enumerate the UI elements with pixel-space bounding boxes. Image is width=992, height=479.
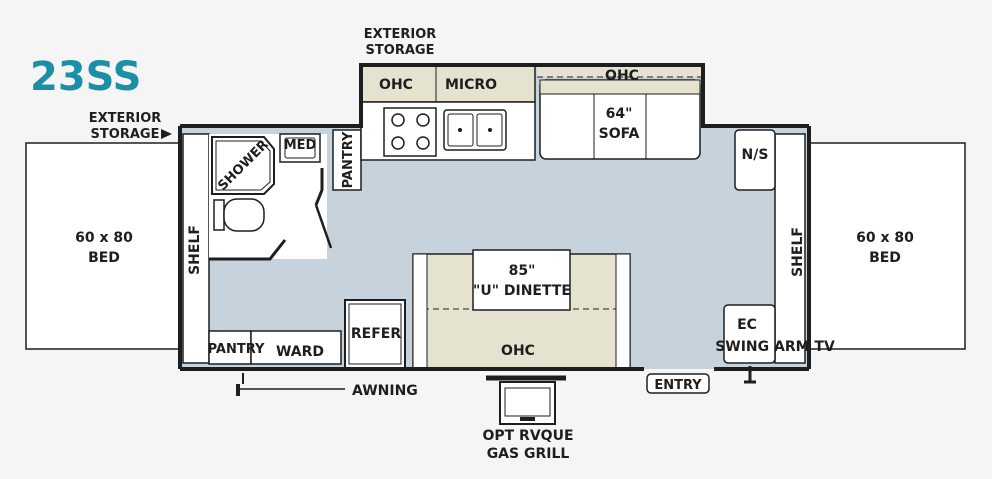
burner-icon bbox=[391, 136, 405, 150]
lav-basin bbox=[284, 137, 316, 159]
burner-icon bbox=[416, 136, 430, 150]
dinette-back-left bbox=[412, 253, 428, 369]
pantry-upper-label: PANTRY bbox=[341, 131, 356, 188]
shower-pan bbox=[215, 140, 271, 191]
wall-top bbox=[180, 63, 809, 128]
ohc-left-label: OHC bbox=[379, 77, 413, 93]
entry-label: ENTRY bbox=[654, 378, 702, 393]
shelf-left-area bbox=[182, 133, 210, 364]
burner-icon bbox=[391, 113, 405, 127]
drain-icon bbox=[458, 128, 462, 132]
exterior-storage-top-label-1: EXTERIOR bbox=[364, 27, 437, 42]
pantry-lower bbox=[208, 330, 252, 365]
burner-icon bbox=[416, 113, 430, 127]
grill-handle-icon bbox=[520, 417, 535, 421]
kitchen-ohc bbox=[360, 64, 536, 103]
toilet-bowl bbox=[223, 198, 265, 232]
drain-icon bbox=[488, 128, 492, 132]
bed-right-size-label: 60 x 80 bbox=[856, 230, 914, 246]
sofa-size-label: 64" bbox=[606, 106, 633, 122]
ec-label: EC bbox=[737, 317, 757, 333]
exterior-storage-left-label-2: STORAGE bbox=[91, 127, 160, 142]
entry-step bbox=[646, 373, 710, 394]
sofa-ohc bbox=[537, 65, 703, 77]
bed-right-label: BED bbox=[869, 250, 901, 266]
refrigerator bbox=[344, 299, 406, 369]
bed-left-size-label: 60 x 80 bbox=[75, 230, 133, 246]
pantry-lower-label: PANTRY bbox=[208, 342, 265, 357]
dinette-table bbox=[472, 249, 571, 311]
bed-left-label: BED bbox=[88, 250, 120, 266]
bed-right bbox=[806, 142, 966, 350]
shower-stall bbox=[211, 136, 275, 195]
nightstand bbox=[734, 129, 776, 191]
range bbox=[383, 107, 437, 157]
sofa-back bbox=[539, 79, 701, 95]
bed-left bbox=[25, 142, 184, 350]
ns-label: N/S bbox=[742, 147, 769, 163]
shelf-right-area bbox=[774, 133, 806, 364]
bath-door bbox=[314, 204, 333, 249]
exterior-storage-top-label-2: STORAGE bbox=[366, 43, 435, 58]
shelf-left-label: SHELF bbox=[187, 225, 203, 275]
ward-label: WARD bbox=[276, 344, 324, 360]
grill-grate bbox=[504, 387, 551, 417]
swing-arm-tv-label: SWING ARM TV bbox=[715, 339, 835, 355]
sink-basin-right bbox=[476, 113, 503, 147]
bath-wall-bottom bbox=[209, 239, 287, 261]
ohc-top-label: OHC bbox=[605, 68, 639, 84]
med-label: MED bbox=[284, 138, 317, 153]
wardrobe bbox=[250, 330, 342, 365]
dinette-label: "U" DINETTE bbox=[473, 283, 571, 299]
entertainment-center bbox=[723, 304, 776, 364]
ohc-dinette-label: OHC bbox=[501, 343, 535, 359]
exterior-storage-arrow-icon bbox=[161, 129, 172, 139]
dinette-back-right bbox=[615, 253, 631, 369]
shelf-right-label: SHELF bbox=[790, 227, 806, 277]
dinette-size-label: 85" bbox=[509, 263, 536, 279]
awning-label: AWNING bbox=[352, 383, 418, 399]
toilet-tank bbox=[213, 199, 225, 231]
grill-label-2: GAS GRILL bbox=[487, 446, 570, 462]
sink-basin-left bbox=[447, 113, 474, 147]
model-name: 23SS bbox=[30, 54, 141, 100]
refer-label: REFER bbox=[351, 326, 401, 342]
lav-sink bbox=[279, 133, 321, 163]
sofa-label: SOFA bbox=[599, 126, 640, 142]
bath-wall-right bbox=[314, 168, 324, 206]
micro-label: MICRO bbox=[445, 77, 497, 93]
grill-label-1: OPT RVQUE bbox=[482, 428, 573, 444]
refrigerator-door bbox=[348, 303, 402, 365]
exterior-storage-left-label-1: EXTERIOR bbox=[89, 111, 162, 126]
kitchen-sink bbox=[443, 109, 507, 151]
